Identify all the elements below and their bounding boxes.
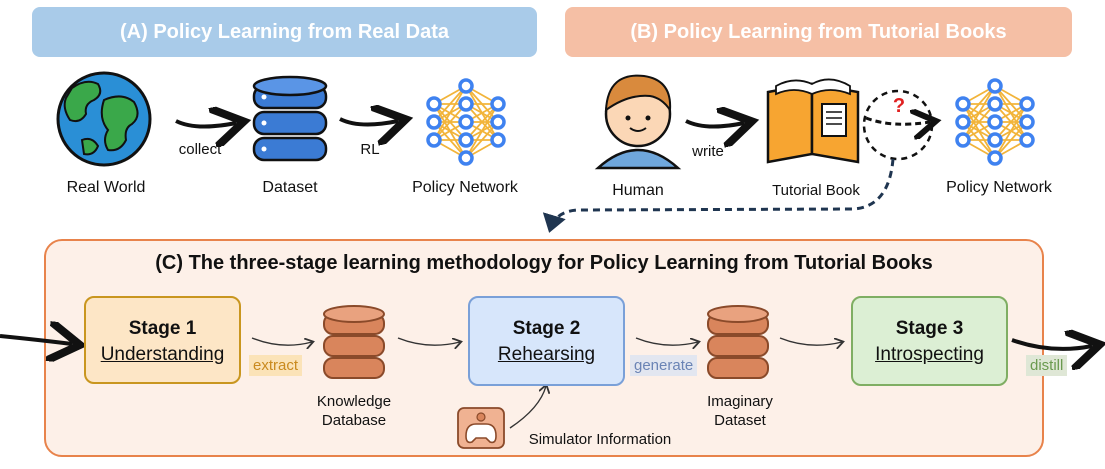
label-simulator-information: Simulator Information	[528, 431, 672, 448]
network-node	[426, 114, 442, 130]
label-knowledge-line1: Knowledge	[316, 393, 392, 410]
collect-arrow	[175, 121, 236, 127]
panel-b-banner: (B) Policy Learning from Tutorial Books	[565, 7, 1072, 57]
network-node	[987, 114, 1003, 130]
network-edge	[962, 85, 996, 123]
network-node	[987, 132, 1003, 148]
label-real-world: Real World	[66, 179, 146, 196]
label-policy-network-a: Policy Network	[412, 179, 518, 196]
network-edge	[465, 121, 499, 159]
human-icon	[594, 74, 682, 170]
stage2-name: Rehearsing	[497, 344, 596, 365]
panel-b-title: (B) Policy Learning from Tutorial Books	[630, 20, 1007, 43]
panel-a-banner: (A) Policy Learning from Real Data	[32, 7, 537, 57]
database-icon	[252, 75, 328, 162]
stage1-label: Stage 1	[128, 318, 197, 339]
network-edge	[433, 85, 467, 123]
network-node	[955, 132, 971, 148]
tag-extract: extract	[249, 355, 303, 376]
imaginary-dataset-icon	[707, 305, 769, 379]
network-node	[490, 114, 506, 130]
label-rl: RL	[360, 141, 380, 158]
network-node	[458, 150, 474, 166]
panel-c-title: (C) The three-stage learning methodology…	[44, 252, 1044, 275]
stage1-box: Stage 1 Understanding	[84, 296, 241, 384]
network-edge	[994, 103, 1028, 141]
network-node	[987, 96, 1003, 112]
kdb-to-stage2-arrow	[397, 337, 460, 345]
tag-distill: distill	[1026, 355, 1068, 376]
network-edge	[465, 103, 499, 141]
neural-network-icon	[955, 78, 1035, 166]
network-edge	[962, 103, 996, 141]
label-knowledge-database: Knowledge Database	[300, 392, 408, 430]
stage3-label: Stage 3	[895, 318, 964, 339]
question-mark: ?	[893, 95, 905, 117]
network-node	[426, 132, 442, 148]
stage2-box: Stage 2 Rehearsing	[468, 296, 625, 386]
network-node	[987, 78, 1003, 94]
stage1-to-kdb-arrow	[251, 337, 312, 345]
network-edge	[433, 103, 467, 141]
network-node	[458, 114, 474, 130]
network-node	[458, 78, 474, 94]
rl-arrow	[339, 119, 398, 125]
globe-icon	[56, 71, 152, 167]
label-policy-network-b: Policy Network	[946, 179, 1052, 196]
stage3-name: Introspecting	[875, 344, 984, 365]
network-node	[458, 96, 474, 112]
knowledge-database-icon	[323, 305, 385, 379]
label-imaginary-dataset: Imaginary Dataset	[690, 392, 790, 430]
network-edge	[962, 85, 996, 141]
label-write: write	[692, 143, 724, 160]
game-controller-icon	[457, 407, 505, 449]
panel-c-title-prefix: (C) The three-stage learning methodology…	[155, 252, 590, 274]
label-imaginary-line2: Dataset	[714, 412, 766, 429]
network-edge	[994, 121, 1028, 159]
question-dashed-circle	[862, 89, 932, 161]
neural-network-icon	[426, 78, 506, 166]
network-node	[490, 132, 506, 148]
network-node	[490, 96, 506, 112]
panel-a-title: (A) Policy Learning from Real Data	[120, 20, 449, 43]
network-edge	[465, 103, 499, 159]
simulator-arrow	[509, 386, 546, 429]
label-collect: collect	[178, 141, 222, 158]
network-node	[1019, 96, 1035, 112]
b-to-c-dashed-arrow	[542, 158, 895, 233]
network-node	[987, 150, 1003, 166]
network-node	[955, 96, 971, 112]
exit-arrow	[1011, 340, 1092, 349]
network-node	[1019, 114, 1035, 130]
network-edge	[433, 85, 467, 141]
stage2-to-idb-arrow	[635, 337, 698, 345]
stage3-box: Stage 3 Introspecting	[851, 296, 1008, 386]
label-human: Human	[612, 182, 664, 199]
network-node	[1019, 132, 1035, 148]
network-edge	[994, 103, 1028, 159]
write-arrow	[685, 121, 744, 127]
idb-to-stage3-arrow	[779, 337, 842, 345]
stage2-label: Stage 2	[512, 318, 581, 339]
label-knowledge-line2: Database	[321, 412, 387, 429]
stage1-name: Understanding	[100, 344, 225, 365]
tag-generate: generate	[630, 355, 698, 376]
entry-arrow	[0, 336, 72, 344]
label-imaginary-line1: Imaginary	[707, 393, 773, 410]
label-tutorial-book: Tutorial Book	[772, 182, 860, 199]
network-node	[458, 132, 474, 148]
network-node	[426, 96, 442, 112]
label-dataset: Dataset	[262, 179, 318, 196]
network-node	[955, 114, 971, 130]
panel-c-title-emphasis: Policy Learning from Tutorial Books	[589, 252, 933, 274]
book-icon	[766, 78, 860, 164]
